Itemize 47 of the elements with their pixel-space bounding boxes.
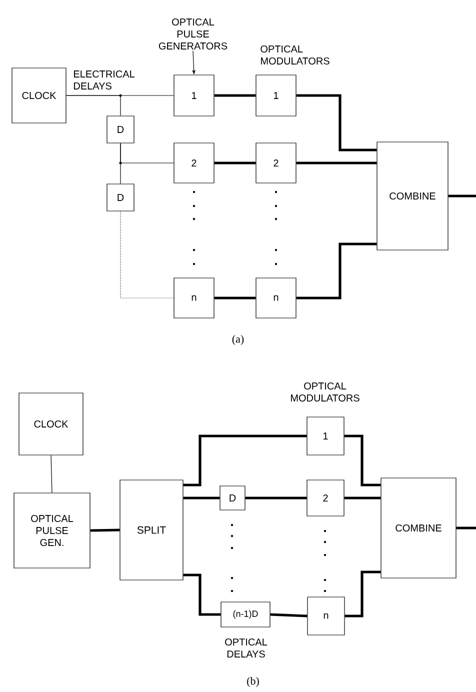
block-box: n (307, 596, 345, 636)
connector-line (344, 434, 381, 486)
block-box: OPTICAL PULSE GEN. (14, 492, 90, 568)
annotation-label: OPTICAL MODULATORS (260, 45, 330, 65)
connector-line (214, 296, 256, 300)
connector-line (90, 528, 120, 532)
caption-label: (b) (247, 677, 259, 687)
block-box: n (256, 278, 296, 318)
connector-line (183, 434, 307, 486)
connector-line (120, 211, 174, 298)
connector-line (296, 162, 377, 164)
block-box: COMBINE (380, 478, 456, 578)
block-box: 1 (256, 74, 296, 116)
annotation-label: ELECTRICAL DELAYS (74, 70, 135, 90)
block-box: CLOCK (12, 68, 66, 124)
connector-line (296, 94, 377, 152)
annotation-label: OPTICAL MODULATORS (291, 382, 360, 402)
block-box: CLOCK (18, 392, 84, 456)
block-box: 1 (174, 74, 214, 116)
block-box: 1 (306, 416, 344, 456)
block-box: (n-1)D (220, 602, 270, 628)
block-box: 2 (174, 142, 214, 184)
block-box: 2 (256, 142, 296, 184)
connector-line (245, 496, 307, 500)
connector-line (270, 613, 308, 618)
block-box: 2 (306, 480, 344, 516)
connector-line (183, 574, 221, 616)
connector-line (344, 496, 381, 500)
connector-line (344, 570, 381, 618)
block-box: D (220, 486, 246, 510)
connector-line (296, 242, 377, 300)
connector-line (183, 496, 220, 500)
leader-label: OPTICAL PULSE GENERATORS (158, 18, 228, 50)
connector-line (120, 143, 121, 184)
block-box: COMBINE (376, 142, 448, 250)
block-box: n (174, 278, 214, 318)
annotation-label: OPTICAL DELAYS (225, 638, 268, 658)
connector-line (50, 455, 52, 493)
caption-label: (a) (232, 335, 244, 345)
connector-line (214, 94, 256, 97)
block-box: SPLIT (120, 480, 184, 580)
connector-line (456, 526, 476, 530)
connector-line (214, 162, 256, 164)
connector-line (66, 95, 121, 116)
block-box: D (106, 116, 134, 144)
block-box: D (106, 184, 134, 212)
connector-line (448, 194, 476, 198)
